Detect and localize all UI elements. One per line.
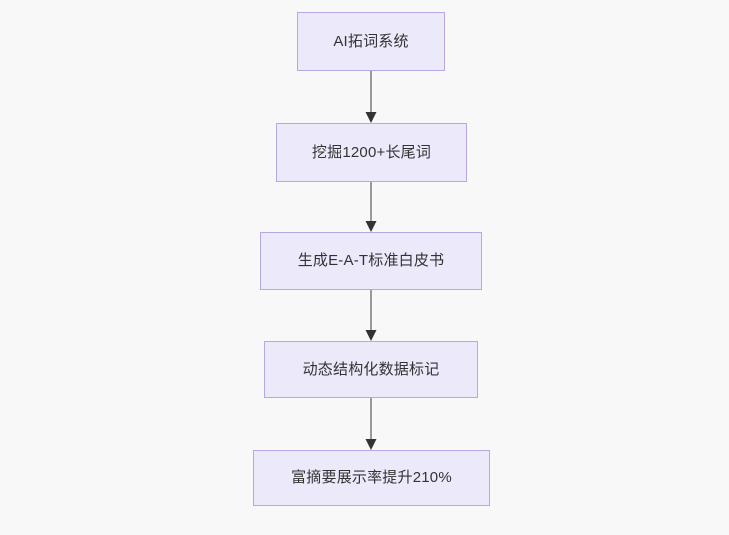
edge-n1-n2 bbox=[361, 71, 381, 123]
arrowhead-icon bbox=[365, 112, 377, 123]
flow-node-mine-longtail-keywords[interactable]: 挖掘1200+长尾词 bbox=[276, 123, 467, 182]
arrowhead-icon bbox=[365, 330, 377, 341]
flow-node-label: 动态结构化数据标记 bbox=[302, 360, 440, 378]
edge-n4-n5 bbox=[361, 398, 381, 450]
flow-node-ai-keyword-system[interactable]: AI拓词系统 bbox=[297, 12, 445, 71]
flow-node-generate-eat-whitepaper[interactable]: 生成E-A-T标准白皮书 bbox=[260, 232, 482, 290]
flow-node-rich-snippet-impression-uplift[interactable]: 富摘要展示率提升210% bbox=[253, 450, 490, 506]
edge-n3-n4 bbox=[361, 290, 381, 341]
flow-node-label: 生成E-A-T标准白皮书 bbox=[297, 252, 445, 269]
arrowhead-icon bbox=[365, 439, 377, 450]
flow-node-label: 富摘要展示率提升210% bbox=[291, 469, 452, 486]
flow-node-label: AI拓词系统 bbox=[333, 32, 409, 50]
arrowhead-icon bbox=[365, 221, 377, 232]
edge-n2-n3 bbox=[361, 182, 381, 232]
flow-node-label: 挖掘1200+长尾词 bbox=[311, 143, 432, 161]
flow-node-dynamic-structured-data-markup[interactable]: 动态结构化数据标记 bbox=[264, 341, 478, 398]
